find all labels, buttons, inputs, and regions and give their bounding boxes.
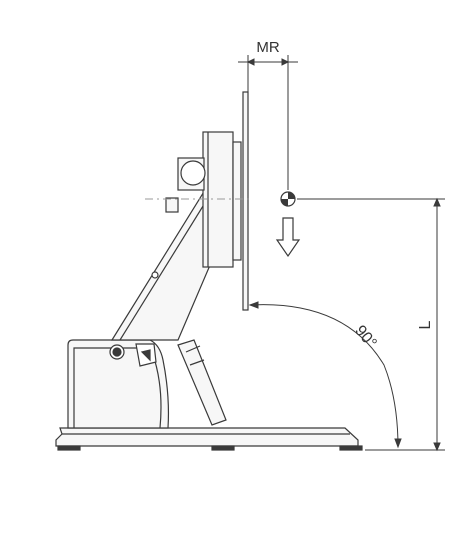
pivot-housing [67,339,170,429]
rotation-head [165,131,242,268]
mr-dimension [238,55,298,190]
center-of-gravity-icon [280,191,296,207]
l-dimension [297,197,445,452]
hydraulic-cylinder [177,339,227,426]
face-plate [242,91,249,311]
load-arrow-icon [275,217,301,258]
base-plate [55,427,363,451]
l-label: L [417,320,434,329]
mr-label: MR [256,39,279,56]
angle-label: 90° [351,322,380,351]
tilt-angle-arc [248,301,402,449]
